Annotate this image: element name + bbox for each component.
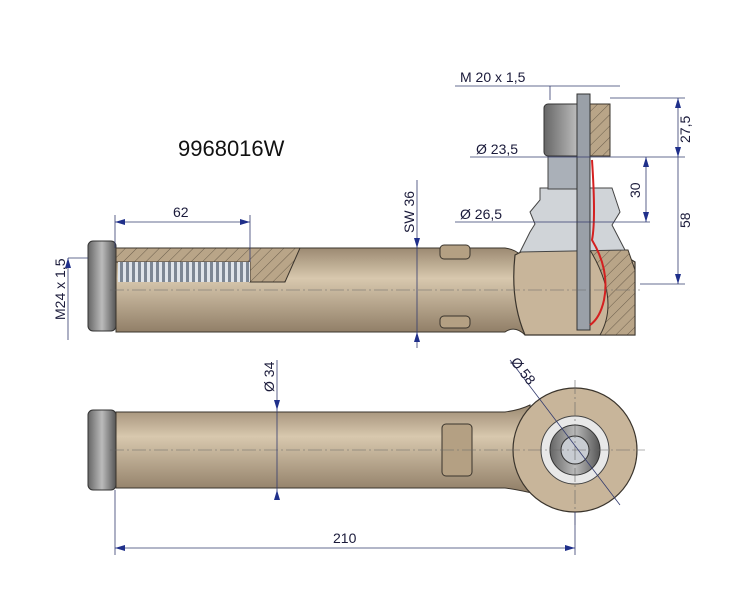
- dim-dia-34: Ø 34: [261, 361, 277, 392]
- dim-sw36: SW 36: [401, 191, 417, 233]
- part-number: 9968016W: [178, 136, 285, 161]
- rubber-boot: [519, 187, 626, 253]
- housing-section: [589, 249, 636, 336]
- rod-nut: [87, 240, 117, 332]
- flat: [439, 315, 471, 329]
- nut-section: [589, 103, 611, 157]
- dim-dia-23-5: Ø 23,5: [476, 141, 518, 157]
- dim-m24: M24 x 1,5: [52, 258, 68, 320]
- ball-stud: [576, 93, 591, 331]
- top-view: [87, 93, 640, 336]
- dim-dia-58: Ø 58: [508, 354, 539, 388]
- dimension-lines: [67, 85, 685, 555]
- seal-line: [589, 159, 607, 326]
- dim-m20: M 20 x 1,5: [460, 69, 526, 85]
- internal-thread: [118, 262, 250, 282]
- dim-dia-26-5: Ø 26,5: [460, 206, 502, 222]
- dimension-arrows: [65, 98, 681, 551]
- dim-27-5: 27,5: [677, 116, 693, 143]
- flat: [439, 244, 471, 260]
- bottom-view: [87, 380, 645, 525]
- dim-210: 210: [333, 530, 357, 546]
- dim-62: 62: [173, 204, 189, 220]
- dim-30: 30: [627, 182, 643, 198]
- dim-58: 58: [677, 212, 693, 228]
- stud-neck: [547, 154, 579, 190]
